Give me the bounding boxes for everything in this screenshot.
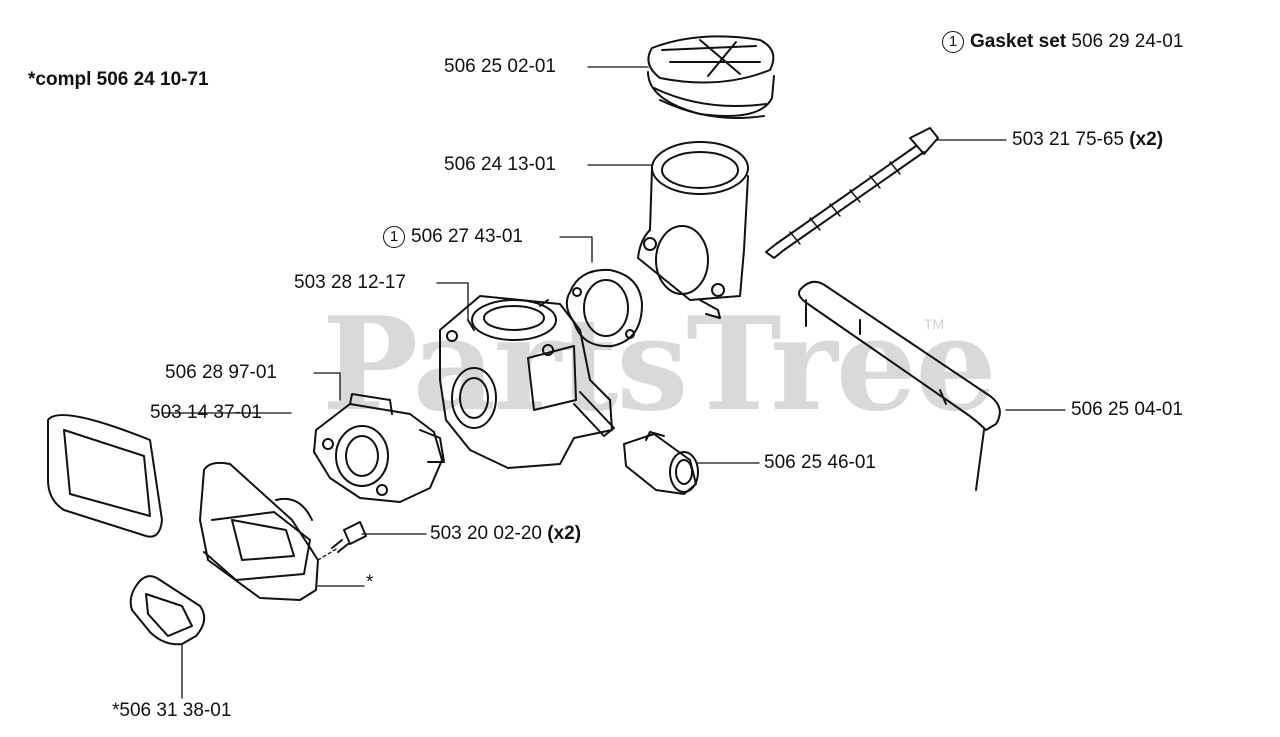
part-throttle-rod (798, 280, 1001, 491)
gasket-marker-icon: 1 (383, 226, 405, 248)
gasket-marker-icon: 1 (942, 31, 964, 53)
kit-note: *compl 506 24 10-71 (28, 69, 209, 90)
part-small-screw (331, 521, 367, 553)
part-label-p8[interactable]: 506 25 04-01 (1071, 399, 1183, 420)
part-qty: (x2) (547, 523, 582, 544)
gasket-set-part: 506 29 24-01 (1071, 31, 1184, 52)
gasket-set-label: Gasket set (970, 31, 1067, 52)
part-carburetor (439, 295, 615, 469)
leader-lines (161, 66, 1066, 699)
watermark-trademark: TM (924, 316, 945, 332)
part-label-p2[interactable]: 503 21 75-65 (x2) (1012, 129, 1163, 151)
part-label-p1[interactable]: 506 25 02-01 (444, 56, 556, 77)
part-number: 503 20 02-20 (430, 523, 542, 544)
gasket-set-legend: 1 Gasket set 506 29 24-01 (942, 31, 1183, 53)
part-insulator-block (313, 393, 445, 503)
part-small-gasket (129, 575, 206, 646)
part-label-p11[interactable]: * (366, 572, 374, 593)
part-number: 503 21 75-65 (1012, 129, 1124, 150)
part-label-p3[interactable]: 506 24 13-01 (444, 154, 556, 175)
part-long-bolt (765, 127, 939, 259)
part-intake-elbow (637, 141, 749, 319)
part-spacer-tube (623, 431, 699, 495)
part-label-p9[interactable]: 506 25 46-01 (764, 452, 876, 473)
part-number: 506 27 43-01 (411, 226, 523, 247)
part-label-p12[interactable]: *506 31 38-01 (112, 700, 232, 721)
part-filter-gasket (47, 414, 163, 538)
part-label-p10[interactable]: 503 20 02-20 (x2) (430, 523, 581, 545)
part-filter-element (647, 35, 775, 119)
part-qty: (x2) (1129, 129, 1164, 150)
part-flange-gasket (565, 268, 643, 348)
part-label-p6[interactable]: 506 28 97-01 (165, 362, 277, 383)
part-label-p4[interactable]: 1 506 27 43-01 (383, 226, 523, 248)
part-label-p5[interactable]: 503 28 12-17 (294, 272, 406, 293)
part-label-p7[interactable]: 503 14 37-01 (150, 402, 262, 423)
part-intake-manifold (199, 461, 319, 601)
watermark-text: PartsTree (322, 290, 997, 440)
